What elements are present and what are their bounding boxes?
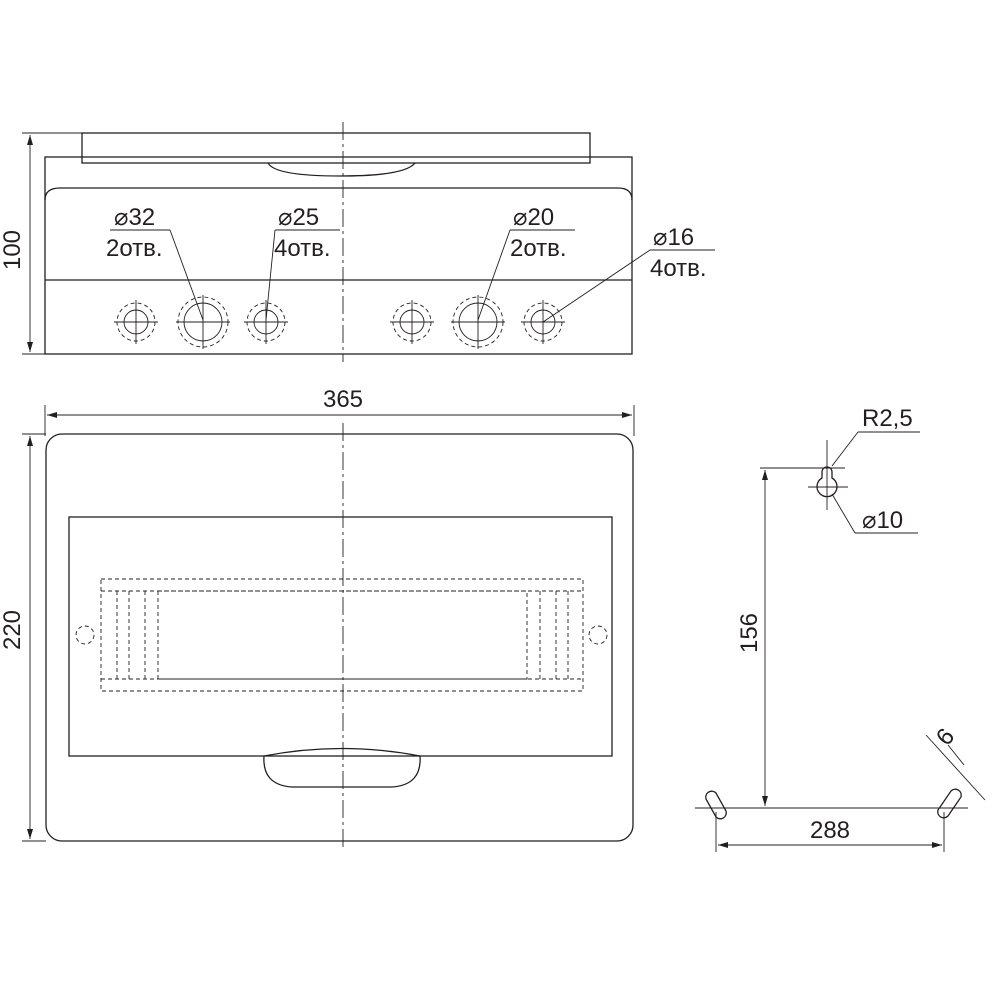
front-view: 365 220: [0, 386, 635, 850]
hole-20-right: [451, 295, 505, 349]
hole-20-diameter: ⌀20: [513, 204, 554, 231]
hole-32-left: [176, 295, 230, 349]
body-inner-top: [44, 187, 633, 201]
handle-groove-top: [267, 162, 416, 177]
dim-220: 220: [0, 610, 26, 650]
knockout-holes: [114, 295, 565, 349]
dim-156: 156: [736, 613, 763, 653]
din-area-inner: [157, 590, 528, 680]
hole-25-mid-right: [390, 300, 434, 344]
screw-left: [75, 625, 95, 645]
screw-right: [588, 625, 608, 645]
dim-365: 365: [323, 386, 363, 413]
keyhole-radius: R2,5: [862, 405, 913, 432]
dim-6: 6: [931, 723, 960, 751]
front-window: [68, 516, 613, 757]
lid-top: [81, 132, 591, 164]
keyhole: [808, 440, 848, 510]
hole-25-left: [114, 300, 158, 344]
slot-right: [937, 788, 962, 852]
hole-32-count: 2отв.: [106, 235, 163, 262]
slot-left: [705, 790, 727, 852]
hole-25-mid-left: [244, 300, 288, 344]
hole-16-count: 4отв.: [650, 255, 707, 282]
din-area-outer: [100, 578, 584, 692]
side-view: ⌀32 2отв. ⌀25 4отв. ⌀20 2отв. ⌀16 4отв. …: [0, 122, 715, 362]
hole-16-diameter: ⌀16: [653, 224, 694, 251]
body-outline: [44, 156, 633, 355]
front-body: [45, 433, 634, 842]
dim-288: 288: [810, 817, 850, 844]
keyhole-diameter: ⌀10: [862, 507, 903, 534]
mounting-scheme: R2,5 ⌀10 156 6 288: [695, 405, 986, 852]
hole-25-count: 4отв.: [274, 235, 331, 262]
dim-100: 100: [0, 230, 26, 270]
hole-20-count: 2отв.: [510, 235, 567, 262]
hole-25-diameter: ⌀25: [278, 204, 319, 231]
hole-32-diameter: ⌀32: [114, 204, 155, 231]
front-handle: [263, 747, 421, 788]
